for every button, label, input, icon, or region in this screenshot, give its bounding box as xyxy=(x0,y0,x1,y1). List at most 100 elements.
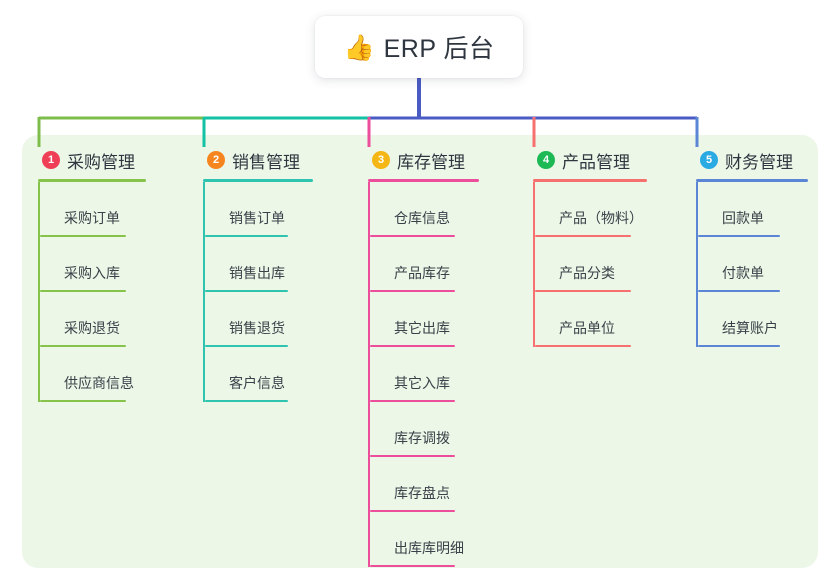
module-column-1: 1 采购管理采购订单采购入库采购退货供应商信息 xyxy=(38,147,188,402)
submenu-item-underline xyxy=(698,235,780,237)
submenu-item-underline xyxy=(535,345,631,347)
module-header-5[interactable]: 5 财务管理 xyxy=(696,147,836,173)
submenu-item-label: 库存盘点 xyxy=(394,485,450,501)
module-underline xyxy=(38,179,146,182)
submenu-item-label: 产品（物料） xyxy=(559,210,643,226)
submenu-item[interactable]: 其它入库 xyxy=(368,347,528,402)
submenu-item-underline xyxy=(205,290,288,292)
submenu-item[interactable]: 出库库明细 xyxy=(368,512,528,567)
submenu-item[interactable]: 产品分类 xyxy=(533,237,693,292)
module-title: 采购管理 xyxy=(67,152,135,172)
submenu-list: 采购订单采购入库采购退货供应商信息 xyxy=(38,182,188,402)
submenu-item[interactable]: 产品库存 xyxy=(368,237,528,292)
modules-panel xyxy=(22,135,818,568)
submenu-item[interactable]: 回款单 xyxy=(696,182,836,237)
submenu-item-label: 采购入库 xyxy=(64,265,120,281)
submenu-item[interactable]: 仓库信息 xyxy=(368,182,528,237)
module-column-2: 2 销售管理销售订单销售出库销售退货客户信息 xyxy=(203,147,353,402)
submenu-item-label: 其它入库 xyxy=(394,375,450,391)
submenu-item-underline xyxy=(698,345,780,347)
submenu-item-label: 产品单位 xyxy=(559,320,615,336)
submenu-item-underline xyxy=(370,400,455,402)
thumbs-up-icon: 👍 xyxy=(343,32,375,62)
module-underline xyxy=(696,179,808,182)
module-number-badge: 4 xyxy=(537,151,555,169)
submenu-item[interactable]: 供应商信息 xyxy=(38,347,188,402)
submenu-item-underline xyxy=(370,455,455,457)
module-column-4: 4 产品管理产品（物料） 产品分类产品单位 xyxy=(533,147,693,347)
submenu-item-underline xyxy=(370,565,455,567)
module-number-badge: 5 xyxy=(700,151,718,169)
submenu-item-label: 产品库存 xyxy=(394,265,450,281)
submenu-item-label: 采购订单 xyxy=(64,210,120,226)
module-number-badge: 2 xyxy=(207,151,225,169)
submenu-item-label: 销售退货 xyxy=(229,320,285,336)
submenu-item-underline xyxy=(370,290,455,292)
submenu-spine xyxy=(203,182,205,402)
module-underline xyxy=(203,179,313,182)
submenu-item-label: 回款单 xyxy=(722,210,764,226)
submenu-item-label: 产品分类 xyxy=(559,265,615,281)
submenu-item-label: 库存调拨 xyxy=(394,430,450,446)
module-header-3[interactable]: 3 库存管理 xyxy=(368,147,528,173)
submenu-item[interactable]: 采购退货 xyxy=(38,292,188,347)
module-title: 产品管理 xyxy=(562,152,630,172)
module-number-badge: 1 xyxy=(42,151,60,169)
submenu-item-underline xyxy=(205,345,288,347)
submenu-list: 仓库信息产品库存其它出库其它入库库存调拨库存盘点出库库明细 xyxy=(368,182,528,567)
module-title: 财务管理 xyxy=(725,152,793,172)
submenu-item[interactable]: 销售退货 xyxy=(203,292,353,347)
submenu-item-label: 采购退货 xyxy=(64,320,120,336)
submenu-item-label: 供应商信息 xyxy=(64,375,134,391)
submenu-item-underline xyxy=(40,290,126,292)
module-column-5: 5 财务管理回款单付款单结算账户 xyxy=(696,147,836,347)
submenu-item-label: 销售订单 xyxy=(229,210,285,226)
submenu-spine xyxy=(38,182,40,402)
module-underline xyxy=(368,179,479,182)
root-node-label: ERP 后台 xyxy=(383,35,495,63)
submenu-spine xyxy=(696,182,698,347)
submenu-item[interactable]: 结算账户 xyxy=(696,292,836,347)
submenu-item[interactable]: 库存调拨 xyxy=(368,402,528,457)
submenu-spine xyxy=(533,182,535,347)
module-number-badge: 3 xyxy=(372,151,390,169)
module-underline xyxy=(533,179,647,182)
submenu-item-label: 其它出库 xyxy=(394,320,450,336)
submenu-item-label: 仓库信息 xyxy=(394,210,450,226)
submenu-item-underline xyxy=(535,290,631,292)
submenu-item[interactable]: 产品单位 xyxy=(533,292,693,347)
submenu-item-underline xyxy=(370,510,455,512)
submenu-spine xyxy=(368,182,370,567)
submenu-item-underline xyxy=(698,290,780,292)
root-node-content: 👍 ERP 后台 xyxy=(343,29,494,65)
submenu-list: 产品（物料） 产品分类产品单位 xyxy=(533,182,693,347)
submenu-item[interactable]: 采购订单 xyxy=(38,182,188,237)
submenu-item-underline xyxy=(205,235,288,237)
module-title: 库存管理 xyxy=(397,152,465,172)
module-header-1[interactable]: 1 采购管理 xyxy=(38,147,188,173)
submenu-item[interactable]: 付款单 xyxy=(696,237,836,292)
submenu-item-label: 客户信息 xyxy=(229,375,285,391)
submenu-item[interactable]: 销售订单 xyxy=(203,182,353,237)
submenu-item[interactable]: 采购入库 xyxy=(38,237,188,292)
module-header-2[interactable]: 2 销售管理 xyxy=(203,147,353,173)
module-title: 销售管理 xyxy=(232,152,300,172)
submenu-item-label: 出库库明细 xyxy=(394,540,464,556)
root-node-erp-backend[interactable]: 👍 ERP 后台 xyxy=(315,16,523,78)
submenu-item-underline xyxy=(40,345,126,347)
submenu-item-label: 销售出库 xyxy=(229,265,285,281)
submenu-item[interactable]: 销售出库 xyxy=(203,237,353,292)
submenu-item[interactable]: 产品（物料） xyxy=(533,182,693,237)
submenu-item[interactable]: 客户信息 xyxy=(203,347,353,402)
submenu-item-underline xyxy=(205,400,288,402)
submenu-item-label: 付款单 xyxy=(722,265,764,281)
submenu-item[interactable]: 库存盘点 xyxy=(368,457,528,512)
module-header-4[interactable]: 4 产品管理 xyxy=(533,147,693,173)
submenu-list: 销售订单销售出库销售退货客户信息 xyxy=(203,182,353,402)
submenu-item-label: 结算账户 xyxy=(722,320,778,336)
module-column-3: 3 库存管理仓库信息产品库存其它出库其它入库库存调拨库存盘点出库库明细 xyxy=(368,147,528,567)
submenu-item[interactable]: 其它出库 xyxy=(368,292,528,347)
submenu-item-underline xyxy=(535,235,631,237)
